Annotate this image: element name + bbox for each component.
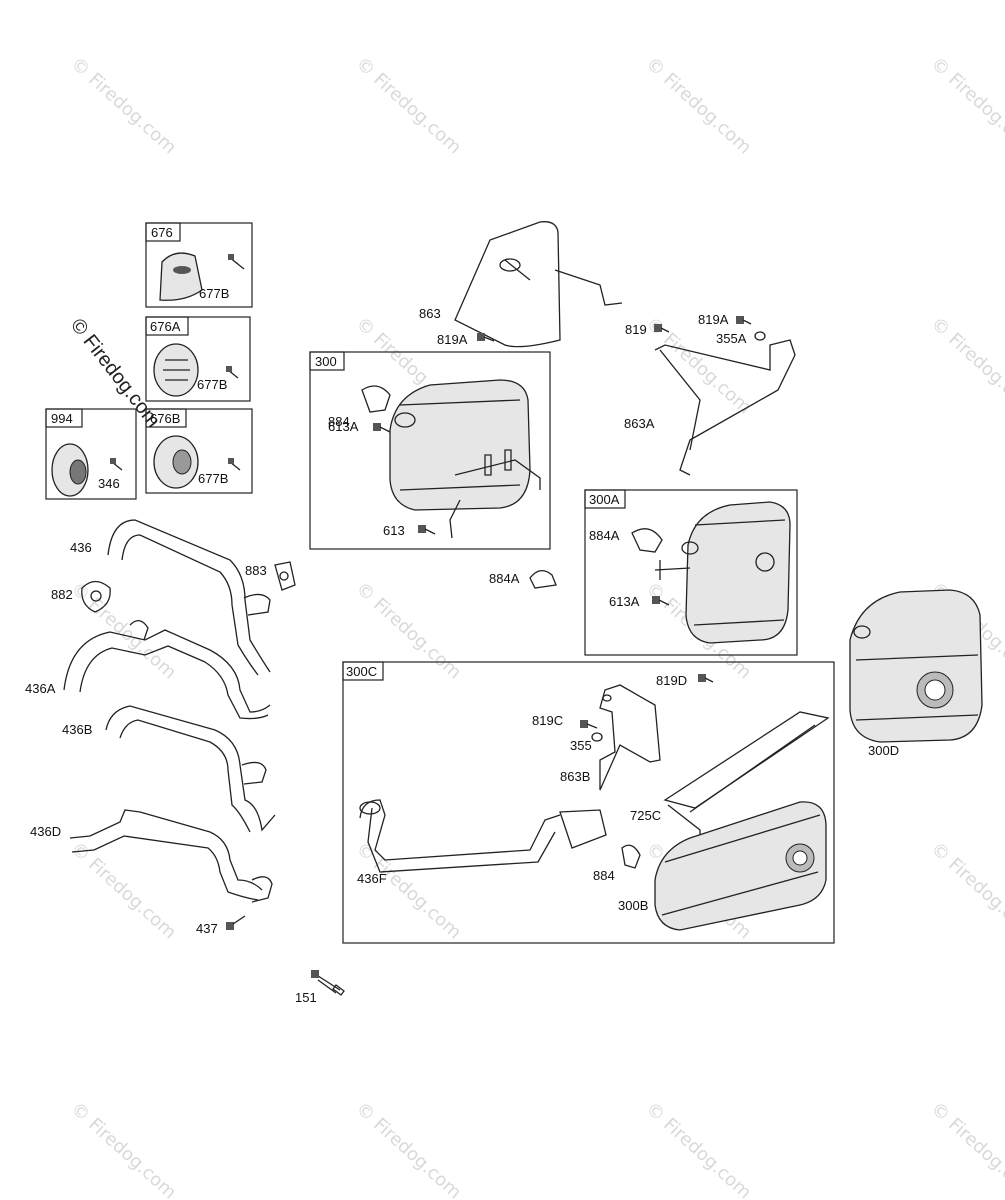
callout-label: 883 (245, 563, 267, 578)
inset-676b: 676B 677B (145, 408, 253, 494)
callout-label: 819D (656, 673, 687, 688)
muffler-300d (849, 589, 983, 743)
callout-label: 884A (489, 571, 520, 586)
clamp-part (621, 844, 641, 869)
clamp-part (361, 385, 391, 413)
watermark: © Firedog.com (642, 53, 756, 158)
exhaust-pipe-436f (359, 799, 607, 873)
bracket-863 (454, 221, 623, 348)
washer-part (591, 732, 603, 742)
callout-label: 436F (357, 871, 387, 886)
callout-label: 436 (70, 540, 92, 555)
callout-label: 355A (716, 331, 747, 346)
callout-label: 613A (328, 419, 359, 434)
callout-label: 884A (589, 528, 620, 543)
inset-300c: 300C 819D 819C 355 863B 725C (342, 661, 835, 944)
washer-part (754, 331, 766, 341)
muffler-300b (654, 801, 827, 931)
screw-part (228, 458, 241, 471)
callout-label: 613 (383, 523, 405, 538)
bracket-863a (654, 339, 796, 476)
inset-676a: 676A 677B (145, 316, 251, 402)
callout-label: 300D (868, 743, 899, 758)
clamp-part (529, 570, 557, 589)
inset-676: 676 677B (145, 222, 253, 308)
inset-title: 994 (51, 411, 73, 426)
callout-label: 819C (532, 713, 563, 728)
screw-part (736, 316, 752, 325)
gasket-part (81, 580, 111, 613)
watermark: © Firedog.com (352, 838, 466, 943)
watermark: © Firedog.com (352, 53, 466, 158)
watermark: © Firedog.com (927, 838, 1005, 943)
inset-title: 300 (315, 354, 337, 369)
callout-label: 346 (98, 476, 120, 491)
watermark: © Firedog.com (927, 1098, 1005, 1200)
muffler-guard-part (153, 343, 199, 397)
screw-part (477, 333, 495, 342)
callout-label: 355 (570, 738, 592, 753)
callout-label: 819 (625, 322, 647, 337)
bracket-863b (599, 684, 661, 791)
callout-label: 863B (560, 769, 590, 784)
callout-label: 725C (630, 808, 661, 823)
inset-title: 676A (150, 319, 181, 334)
screw-part (652, 596, 670, 606)
callout-label: 884 (328, 414, 350, 429)
spark-arrestor-part (51, 443, 89, 497)
clamp-part (631, 528, 663, 553)
inset-title: 300A (589, 492, 620, 507)
muffler-guard-part (153, 435, 199, 489)
callout-label: 436A (25, 681, 56, 696)
gasket-part (274, 561, 296, 591)
exhaust-pipe-436 (107, 519, 271, 676)
watermark: © Firedog.com (67, 53, 181, 158)
screw-part (110, 458, 123, 471)
inset-994: 994 346 (45, 408, 137, 500)
watermark: © Firedog.com (642, 1098, 756, 1200)
watermark: © Firedog.com (67, 838, 181, 943)
bolt-part (226, 915, 246, 930)
inset-title: 300C (346, 664, 377, 679)
callout-label: 819A (437, 332, 468, 347)
spark-plug-part (311, 970, 345, 996)
callout-label: 819A (698, 312, 729, 327)
callout-label: 436D (30, 824, 61, 839)
screw-part (698, 674, 714, 683)
watermark: © Firedog.com (352, 1098, 466, 1200)
callout-label: 884 (593, 868, 615, 883)
watermark: © Firedog.com (67, 1098, 181, 1200)
screw-part (373, 423, 391, 433)
screw-part (580, 720, 598, 729)
callout-label: 151 (295, 990, 317, 1005)
callout-label: 863A (624, 416, 655, 431)
muffler-guard-part (159, 252, 203, 301)
muffler-part (389, 379, 541, 539)
callout-label: 863 (419, 306, 441, 321)
callout-label: 437 (196, 921, 218, 936)
watermark: © Firedog.com (927, 313, 1005, 418)
screw-part (226, 366, 239, 379)
inset-title: 676 (151, 225, 173, 240)
screw-part (418, 525, 436, 535)
callout-label: 436B (62, 722, 92, 737)
inset-300: 300 884 613A 613A 613 (309, 351, 551, 550)
exhaust-pipe-436b (105, 705, 276, 833)
callout-label: 677B (199, 286, 229, 301)
inset-title: 676B (150, 411, 180, 426)
screw-part (654, 324, 670, 333)
inset-300a: 300A 884A 613A (584, 489, 798, 656)
watermark: © Firedog.com (927, 53, 1005, 158)
muffler-part (654, 501, 791, 644)
callout-label: 677B (198, 471, 228, 486)
callout-label: 300B (618, 898, 648, 913)
exhaust-pipe-436a (63, 620, 271, 720)
callout-label: 613A (609, 594, 640, 609)
exhaust-pipe-436d (69, 809, 273, 903)
screw-part (228, 254, 245, 270)
callout-label: 882 (51, 587, 73, 602)
callout-label: 677B (197, 377, 227, 392)
